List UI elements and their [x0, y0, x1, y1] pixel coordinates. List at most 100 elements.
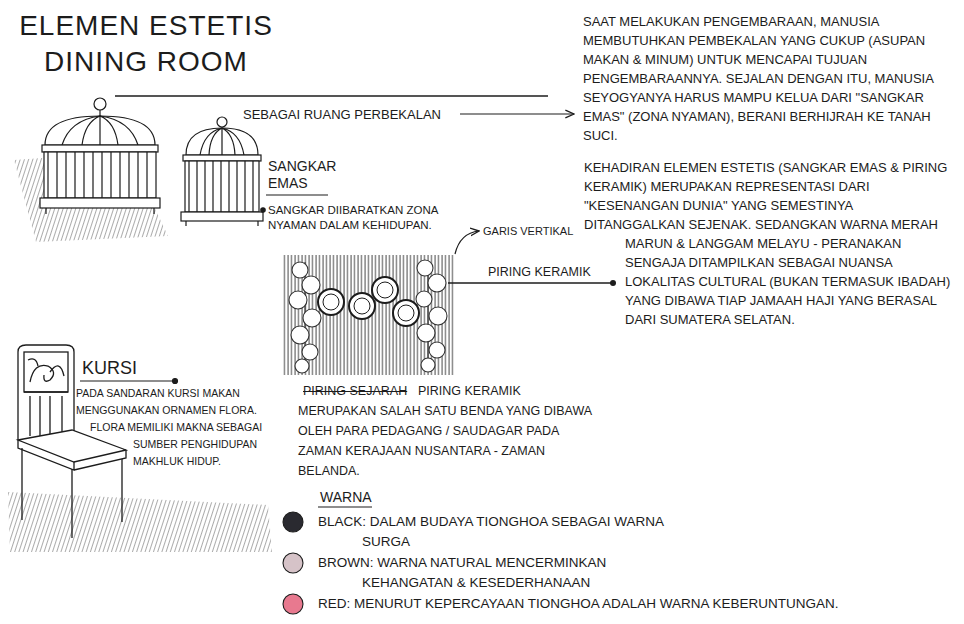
- plant-ornament-part: [417, 324, 435, 342]
- birdcage-large-part: [99, 110, 100, 116]
- birdcage-small: [181, 117, 265, 226]
- body-paragraph: SAAT MELAKUKAN PENGEMBARAAN, MANUSIA MEM…: [583, 12, 957, 145]
- callout-underline-part: [80, 380, 172, 381]
- chair-rug-part: [8, 492, 272, 552]
- plant-ornament-part: [416, 291, 432, 307]
- callout-note-text: PIRING KERAMIK MERUPAKAN SALAH SATU BEND…: [298, 384, 591, 478]
- callout-underline-part: [318, 506, 372, 507]
- birdcage-large-part: [42, 145, 158, 152]
- title-rule: [115, 96, 548, 97]
- plant-ornament-part: [302, 276, 320, 294]
- leader-line-part: [610, 280, 616, 286]
- struck-text: PIRING SEJARAH: [303, 381, 415, 401]
- plant-ornament-part: [292, 262, 308, 278]
- plant-ornament-part: [429, 342, 445, 358]
- pointer-arrow: [460, 114, 574, 115]
- arrow-line: [455, 231, 479, 254]
- callout-label-text: PIRING KERAMIK: [488, 265, 591, 279]
- color-swatch-circle: [283, 553, 303, 573]
- birdcage-large: [40, 98, 160, 214]
- dining-chair-part: [18, 345, 74, 440]
- callout-label: PIRING KERAMIK: [488, 264, 608, 281]
- callout-note-text: SANGKAR DIIBARATKAN ZONA NYAMAN DALAM KE…: [268, 204, 438, 231]
- pointer-arrow-part: [460, 113, 574, 114]
- page-title: ELEMEN ESTETIS DINING ROOM: [10, 8, 282, 80]
- arrow-line-part: [455, 231, 479, 254]
- ceramic-plate-part: [349, 293, 375, 319]
- cage-rug: [14, 152, 168, 242]
- heading-note-text: SEBAGAI RUANG PERBEKALAN: [243, 107, 441, 122]
- heading-note: SEBAGAI RUANG PERBEKALAN: [243, 106, 455, 123]
- vertical-line-wall: [283, 255, 455, 375]
- color-swatch: [281, 551, 305, 575]
- body-paragraph: KEHADIRAN ELEMEN ESTETIS (SANGKAR EMAS &…: [583, 158, 957, 624]
- callout-note: SANGKAR DIIBARATKAN ZONA NYAMAN DALAM KE…: [268, 203, 438, 233]
- birdcage-large-part: [45, 116, 155, 145]
- legend-text: BLACK: DALAM BUDAYA TIONGHOA SEBAGAI WAR…: [318, 514, 663, 549]
- color-swatch-circle: [283, 594, 303, 614]
- ceramic-plate-part: [354, 298, 370, 314]
- ceramic-plate-part: [398, 305, 414, 321]
- plant-ornament: [289, 260, 447, 373]
- ceramic-plate-part: [323, 294, 339, 310]
- birdcage-small-part: [261, 208, 265, 212]
- body-paragraph-text: KEHADIRAN ELEMEN ESTETIS (SANGKAR EMAS &…: [584, 160, 950, 327]
- ceramic-plate: [318, 277, 419, 326]
- dining-chair-part: [18, 430, 126, 462]
- callout-title-text: SANGKAR EMAS: [268, 158, 336, 191]
- plant-ornament-part: [305, 262, 428, 372]
- birdcage-small-part: [200, 128, 244, 155]
- legend-entry: BROWN: WARNA NATURAL MENCERMINKAN KEHANG…: [318, 553, 690, 593]
- callout-label: GARIS VERTIKAL: [483, 223, 583, 239]
- dining-chair-part: [28, 359, 64, 382]
- dining-chair-part: [18, 440, 126, 470]
- callout-title: KURSI: [82, 358, 162, 379]
- plant-ornament-part: [428, 274, 446, 292]
- dining-chair-part: [22, 448, 122, 538]
- birdcage-large-part: [94, 98, 106, 110]
- plant-ornament-part: [429, 307, 447, 325]
- callout-title-text: KURSI: [82, 358, 137, 378]
- birdcage-small-part: [217, 117, 227, 127]
- birdcage-large-part: [46, 208, 154, 214]
- ceramic-plate-part: [393, 300, 419, 326]
- callout-note: PADA SANDARAN KURSI MAKAN MENGGUNAKAN OR…: [75, 385, 290, 516]
- legend-title: WARNA: [320, 488, 400, 506]
- ceramic-plate-part: [377, 282, 393, 298]
- callout-underline-part: [173, 379, 178, 384]
- birdcage-small-part: [183, 155, 261, 161]
- body-paragraph-text: SAAT MELAKUKAN PENGEMBARAAN, MANUSIA MEM…: [583, 14, 933, 143]
- title-rule-part: [115, 95, 548, 96]
- plant-ornament-part: [289, 291, 307, 309]
- callout-title: SANGKAR EMAS: [268, 158, 358, 192]
- legend-entry: BLACK: DALAM BUDAYA TIONGHOA SEBAGAI WAR…: [318, 512, 678, 552]
- birdcage-small-part: [185, 161, 259, 212]
- birdcage-large-part: [40, 198, 160, 208]
- callout-underline: [266, 194, 328, 195]
- plant-ornament-part: [295, 359, 309, 373]
- birdcage-small-part: [189, 161, 253, 212]
- color-swatch: [281, 592, 305, 616]
- cage-rug-part: [14, 152, 168, 242]
- ceramic-plate-part: [318, 289, 344, 315]
- chair-rug: [8, 492, 272, 552]
- callout-note-text: PADA SANDARAN KURSI MAKAN MENGGUNAKAN OR…: [76, 387, 262, 467]
- birdcage-small-part: [186, 128, 258, 155]
- dining-chair-part: [24, 392, 68, 436]
- leader-line-part: [448, 282, 611, 283]
- legend-entry: RED: MENURUT KEPERCAYAAN TIONGHOA ADALAH…: [318, 594, 958, 614]
- dining-chair-part: [24, 352, 68, 392]
- plant-ornament-part: [421, 358, 435, 372]
- birdcage-large-part: [62, 116, 138, 145]
- plant-ornament-part: [303, 309, 321, 327]
- leader-line: [448, 280, 616, 286]
- legend-title-text: WARNA: [320, 489, 372, 505]
- vertical-line-wall-part: [283, 255, 455, 375]
- legend-text: RED: MENURUT KEPERCAYAAN TIONGHOA ADALAH…: [318, 596, 839, 611]
- color-swatch: [281, 510, 305, 534]
- struck-text-text: PIRING SEJARAH: [303, 384, 407, 398]
- birdcage-small-part: [181, 212, 263, 221]
- birdcage-large-part: [48, 152, 147, 198]
- legend-text: BROWN: WARNA NATURAL MENCERMINKAN KEHANG…: [318, 555, 606, 590]
